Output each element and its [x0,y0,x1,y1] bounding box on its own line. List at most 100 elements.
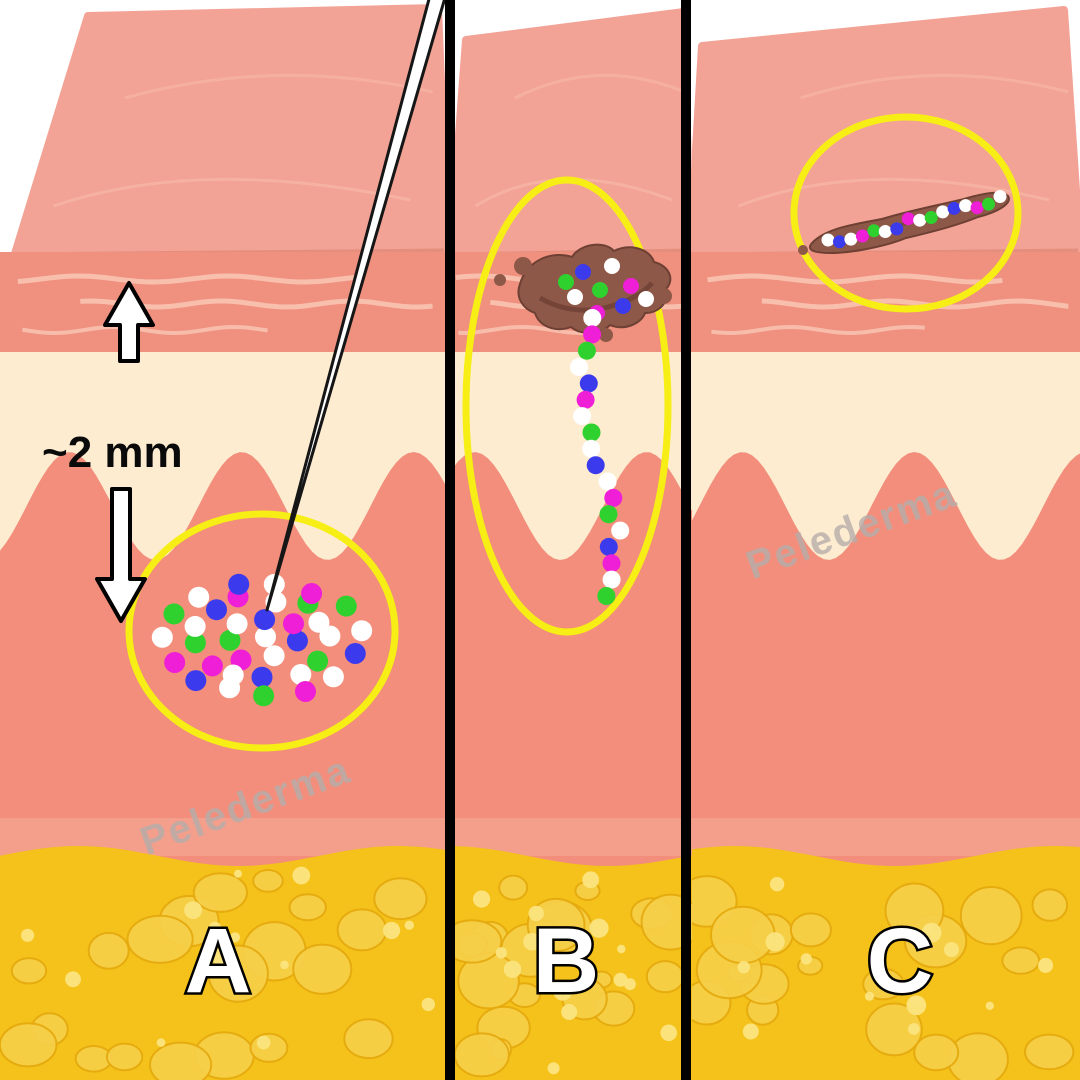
fat-cell-small [613,972,628,987]
pigment-dot [592,282,608,298]
fat-cell [252,869,284,893]
skin-surface [10,4,446,261]
fat-cell [453,1032,510,1078]
pigment-dot [623,278,639,294]
pigment-dot [254,609,276,631]
pigment-dot [219,629,241,651]
fat-cell [1024,1033,1075,1071]
surface-contour-line [738,177,1050,208]
surface-contour-line [53,177,411,208]
fat-cell-small [65,971,81,988]
pigment-dot [295,681,316,702]
fat-cell [249,1032,289,1063]
fat-cell [149,1041,213,1080]
pigment-dot [185,670,207,692]
fat-cell [1001,946,1041,975]
pigment-dot [582,439,601,458]
fat-cell [10,957,48,985]
pigment-dot [201,655,223,677]
depth-arrow-down [95,487,147,623]
pigment-dot [582,423,601,442]
pigment-dot [599,537,618,556]
fat-cell [87,931,130,970]
epidermis-streak [707,273,1003,285]
fat-cell-small [503,960,522,978]
fat-cell-small [21,928,35,942]
fat-cell-small [617,944,626,954]
fat-cell-small [944,942,959,958]
scab-fragment [656,288,672,304]
pigment-dot [558,274,574,290]
fat-cell-small [280,960,289,970]
pigment-dot [570,358,588,377]
pigment-dot [151,626,173,648]
fat-cell [373,877,428,921]
fat-cell [343,1018,394,1060]
pigment-dot [833,235,846,249]
fat-cell [126,914,194,964]
pigment-dot [251,666,273,688]
fat-cell [105,1042,144,1072]
fat-cell-small [765,932,785,952]
pigment-dot [855,229,869,243]
epidermis-streak [711,324,925,336]
fat-cell-small [800,953,812,965]
pigment-dot [307,650,329,672]
panel-divider [445,0,455,1080]
pigment-dot [573,407,592,426]
pigment-dot [602,570,621,589]
pigment-dot [890,222,904,236]
fat-cell-small [528,905,544,922]
pigment-dot [188,586,210,608]
pigment-dot [970,201,984,215]
epidermis-streak [17,273,358,285]
surface-contour-line [800,73,1069,100]
skin-surface [446,8,692,260]
pigment-dot [286,630,308,652]
pigment-dot [901,212,915,226]
scab-fragment [514,257,532,275]
pigment-dot [844,232,858,246]
pigment-dot [599,505,618,524]
pigment-dot [335,595,357,617]
fat-cell-small [256,1035,271,1050]
fat-cell [913,1033,960,1072]
highlight-oval [462,176,672,636]
crust-fragment [798,245,808,255]
pigment-dot [322,666,344,688]
pigment-dot [602,554,621,573]
pigment-dot [184,615,206,637]
pigment-dot [301,583,323,604]
pigment-dot [577,341,596,360]
pigment-dot [924,211,938,224]
fat-cell-small [737,961,750,974]
fat-cell [640,893,692,951]
pigment-dot [163,603,185,625]
pigment-dot [867,224,881,238]
fat-cell [336,908,388,952]
pigment-dot [821,233,835,247]
pigment-dot [164,652,186,673]
pigment-dot [263,645,285,667]
panel-label-a: A [185,910,251,1012]
fat-cell-small [292,866,311,885]
pigment-dot [226,613,248,635]
fat-cell [862,967,905,1001]
fat-cell-small [473,890,491,908]
fat-cell-small [383,921,401,940]
pigment-dot [638,291,654,307]
fat-cell [446,919,503,964]
fat-cell-small [985,1001,994,1010]
pigment-dot [206,599,227,621]
pigment-dot [290,664,312,685]
depth-arrow-up [103,281,155,363]
pigment-dot [982,197,995,211]
pigment-dot [351,620,373,642]
scab-fragment [599,328,613,342]
highlight-oval [790,113,1022,313]
pigment-dot [615,298,631,314]
fat-cell [959,886,1023,946]
fat-cell-small [234,869,242,878]
